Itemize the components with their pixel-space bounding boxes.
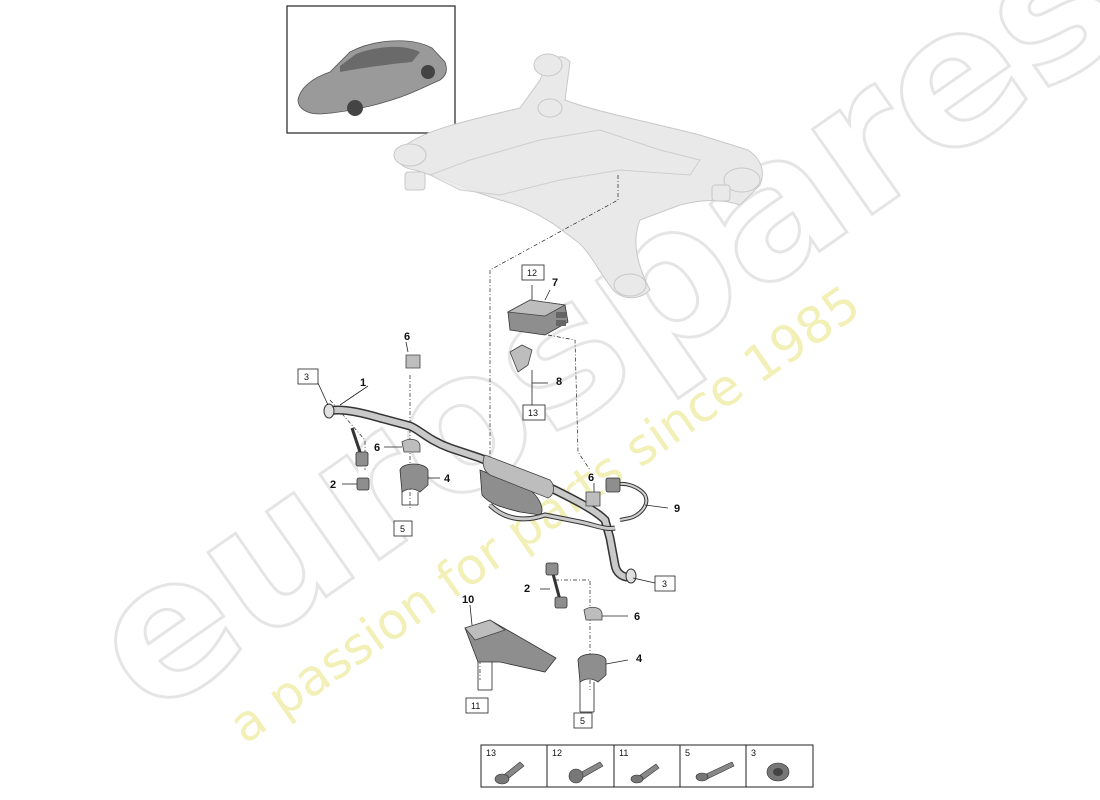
- boxed-callout-12: 12: [521, 264, 545, 281]
- boxed-callout-12-text: 12: [527, 268, 537, 278]
- boxed-callout-3-left-text: 3: [304, 372, 309, 382]
- legend-cell-11: 11: [619, 748, 660, 784]
- legend-num-5: 5: [685, 748, 690, 758]
- legend-cell-12: 12: [552, 748, 604, 784]
- callout-6-mid-left: 6: [374, 442, 380, 454]
- callout-4-right: 4: [636, 653, 643, 665]
- heat-shield: [464, 619, 557, 673]
- callout-7: 7: [552, 277, 558, 289]
- boxed-callout-3-right-text: 3: [662, 579, 667, 589]
- wiring-harness: [605, 477, 649, 522]
- callout-9: 9: [674, 503, 680, 515]
- boxed-callout-13: 13: [522, 404, 546, 421]
- boxed-callout-5-left-text: 5: [400, 524, 405, 534]
- callout-1: 1: [360, 377, 366, 389]
- car-icon: [297, 40, 447, 116]
- callout-6-right-lower: 6: [634, 611, 640, 623]
- boxed-callout-3-left: 3: [297, 368, 319, 385]
- boxed-callout-5-left: 5: [393, 520, 413, 537]
- boxed-callouts: 3 3 5 5 11 12 13: [297, 264, 676, 729]
- callout-6-right-upper: 6: [588, 472, 594, 484]
- legend-num-3: 3: [751, 748, 756, 758]
- boxed-callout-11: 11: [465, 697, 489, 714]
- callout-2-left: 2: [330, 479, 336, 491]
- boxed-callout-11-text: 11: [471, 701, 480, 711]
- fastener-legend: 13 12 11 5: [480, 744, 814, 788]
- legend-num-12: 12: [552, 748, 562, 758]
- callout-8: 8: [556, 376, 562, 388]
- clamp-right: [577, 653, 607, 683]
- coupling-link-left: [350, 427, 370, 491]
- nut-icon: [766, 762, 790, 782]
- bushing-right-lower: [583, 606, 603, 621]
- callout-2-right: 2: [524, 583, 530, 595]
- boxed-callout-5-right: 5: [573, 712, 593, 729]
- clamp-left: [399, 463, 429, 493]
- leader-lines: [317, 285, 669, 713]
- boxed-callout-5-right-text: 5: [580, 716, 585, 726]
- bracket: [509, 344, 533, 373]
- callout-4-left: 4: [444, 473, 451, 485]
- rear-subframe: [393, 53, 763, 299]
- callout-6-top-left: 6: [404, 331, 410, 343]
- stabilizer-bar: [323, 403, 637, 584]
- boxed-callout-13-text: 13: [528, 408, 538, 418]
- legend-cell-3: 3: [751, 748, 790, 782]
- coupling-link-right: [545, 562, 568, 609]
- bushing-top-left: [405, 354, 421, 369]
- bushing-mid-left: [401, 438, 421, 453]
- bolt-flange-icon: [494, 761, 525, 785]
- callout-numbers: 1 2 2 4 4 6 6 6 6 7 8 9 10: [330, 277, 680, 665]
- legend-cell-5: 5: [685, 748, 735, 782]
- legend-num-11: 11: [619, 748, 628, 758]
- bushing-right-upper: [585, 491, 601, 507]
- vehicle-thumbnail: [286, 5, 456, 134]
- legend-cell-13: 13: [486, 748, 525, 785]
- control-unit: [506, 299, 569, 336]
- boxed-callout-3-right: 3: [654, 575, 676, 592]
- bolt-torx-icon: [568, 761, 604, 784]
- bolt-short-icon: [630, 763, 660, 784]
- legend-num-13: 13: [486, 748, 496, 758]
- callout-10: 10: [462, 594, 474, 606]
- bolt-long-icon: [695, 761, 735, 782]
